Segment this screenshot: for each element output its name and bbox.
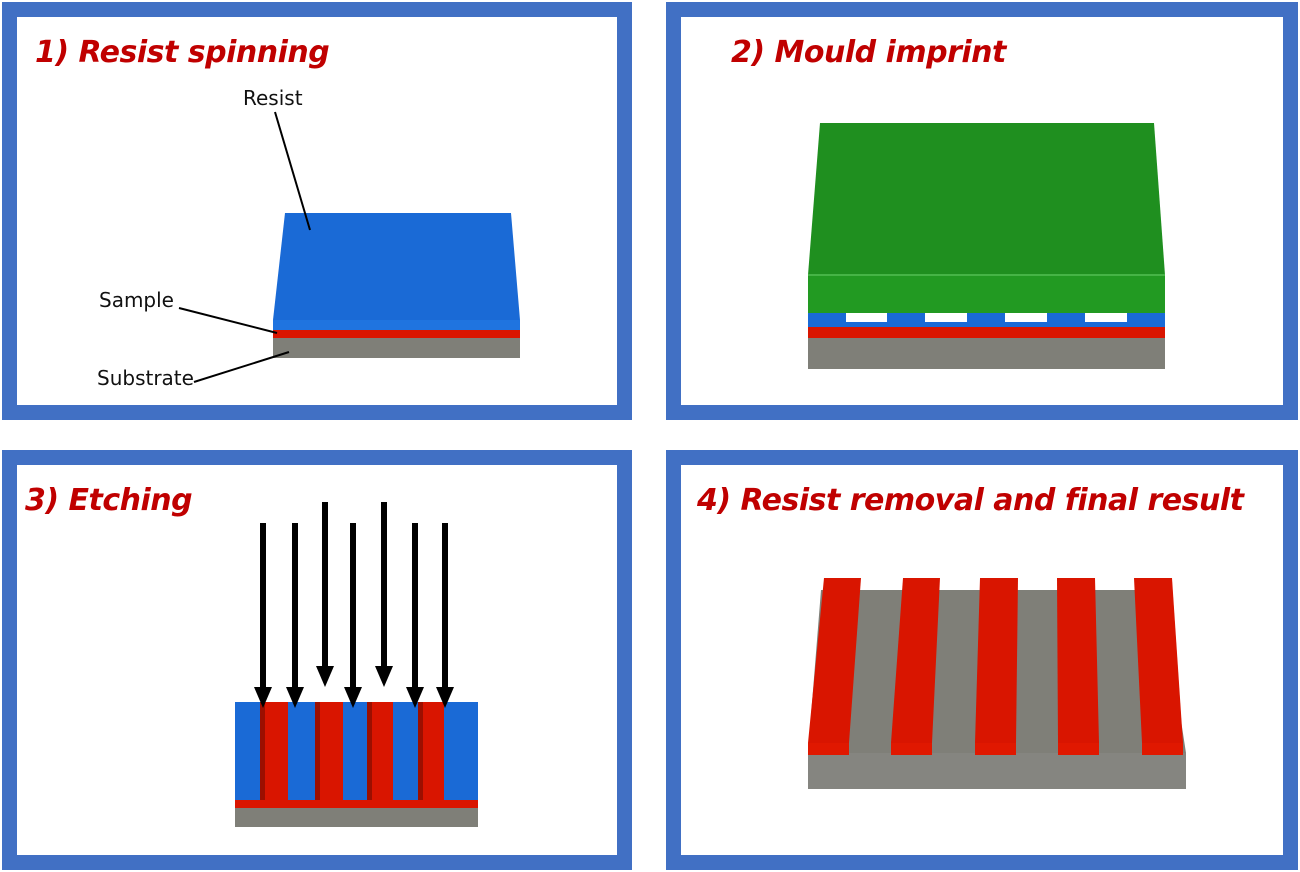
substrate-layer	[808, 337, 1165, 369]
panel-resist-spinning: 1) Resist spinning Resist Sample Substra…	[2, 2, 632, 420]
resist-pillar	[444, 702, 478, 800]
panel-title: 1) Resist spinning	[35, 35, 330, 70]
etch-arrow	[436, 523, 454, 708]
sample-stripe	[808, 578, 861, 755]
etch-arrows	[254, 502, 454, 708]
resist-pillar	[393, 702, 418, 800]
resist-label: Resist	[243, 86, 303, 110]
sample-label: Sample	[99, 288, 174, 312]
sample-stripes	[808, 578, 1183, 755]
substrate-layer	[273, 338, 520, 358]
panel-title: 4) Resist removal and final result	[697, 483, 1244, 518]
etch-arrow	[286, 523, 304, 708]
sample-stripe	[1057, 578, 1099, 755]
final-result-diagram	[808, 578, 1186, 789]
sample-layer	[808, 327, 1165, 338]
etch-arrow	[316, 502, 334, 687]
resist-pillar	[343, 702, 367, 800]
sample-stripe	[975, 578, 1018, 755]
resist-feature	[1127, 313, 1165, 323]
etch-arrow	[344, 523, 362, 708]
mould-imprint-diagram	[808, 123, 1165, 369]
panel-resist-removal: 4) Resist removal and final result	[666, 450, 1298, 870]
substrate-label: Substrate	[97, 366, 194, 390]
substrate-front-face	[808, 753, 1186, 789]
resist-feature	[808, 313, 846, 323]
resist-front-face	[273, 320, 520, 330]
resist-pillar	[235, 702, 260, 800]
sample-stripe	[1134, 578, 1183, 755]
panel-title: 3) Etching	[25, 483, 193, 518]
panel-etching: 3) Etching	[2, 450, 632, 870]
resist-pillar	[288, 702, 315, 800]
resist-feature	[1047, 313, 1085, 323]
resist-spinning-diagram: Resist Sample Substrate	[97, 86, 520, 390]
mould-top-face	[808, 123, 1165, 275]
sample-stripe	[891, 578, 940, 755]
etch-arrow	[375, 502, 393, 687]
resist-feature	[887, 313, 925, 323]
resist-feature	[967, 313, 1005, 323]
etch-arrow	[254, 523, 272, 708]
panel-mould-imprint: 2) Mould imprint	[666, 2, 1298, 420]
resist-top-face	[273, 213, 520, 320]
sample-layer	[235, 800, 478, 808]
panel-title: 2) Mould imprint	[731, 35, 1006, 70]
etching-diagram	[235, 502, 478, 827]
resist-layer	[808, 322, 1165, 327]
mould-front-face	[808, 275, 1165, 313]
sample-layer	[273, 330, 520, 338]
etch-arrow	[406, 523, 424, 708]
substrate-layer	[235, 807, 478, 827]
